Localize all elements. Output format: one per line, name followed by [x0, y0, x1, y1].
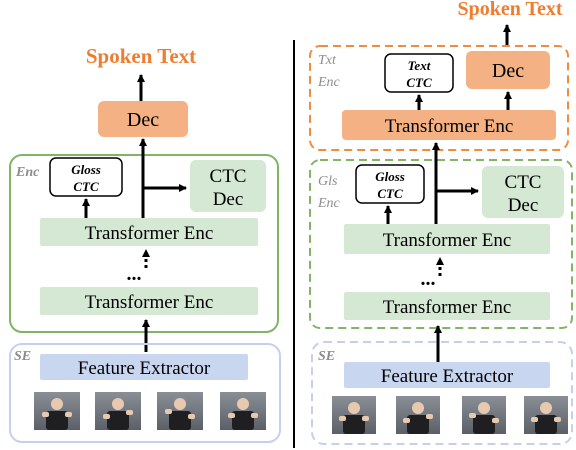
left-transformer-enc-bottom [40, 287, 258, 315]
left-feature-extractor-box [40, 354, 248, 380]
right-transformer-enc-top [344, 224, 550, 254]
right-transformer-enc-bottom-label: Transformer Enc [383, 297, 512, 318]
right-gloss-ctc-line1: Gloss [375, 169, 405, 184]
left-se-container [9, 343, 281, 443]
left-sign-frame-1 [34, 392, 80, 430]
left-dec-label: Dec [127, 109, 159, 131]
right-ellipsis: ... [421, 268, 436, 290]
left-gloss-ctc-line2: CTC [73, 179, 99, 194]
right-txt-enc-label-line1: Txt [318, 53, 337, 68]
left-dec-box [98, 101, 188, 137]
left-ctc-dec-line1: CTC [210, 166, 247, 187]
right-gls-enc-label-line1: Gls [318, 174, 338, 189]
right-txt-enc-container [309, 45, 569, 151]
left-enc-label: Enc [15, 165, 40, 180]
left-transformer-enc-top [40, 218, 258, 246]
left-feature-extractor-label: Feature Extractor [78, 358, 211, 379]
right-sign-frame-2 [396, 396, 440, 434]
right-feature-extractor-box [344, 362, 550, 388]
right-se-container [311, 341, 573, 445]
right-spoken-text-title: Spoken Text [457, 0, 562, 20]
right-sign-frame-4 [524, 396, 568, 434]
left-sign-frame-2 [95, 392, 141, 430]
right-gls-enc-container [309, 159, 573, 329]
right-ctc-dec-line2: Dec [508, 195, 539, 216]
right-gloss-ctc-box [355, 164, 425, 204]
right-ctc-dec-box [482, 166, 564, 218]
right-text-ctc-line2: CTC [406, 75, 432, 90]
left-ellipsis: ... [127, 263, 142, 285]
left-transformer-enc-bottom-label: Transformer Enc [85, 292, 214, 313]
right-transformer-enc-top-label: Transformer Enc [383, 230, 512, 251]
right-ctc-dec-line1: CTC [505, 172, 542, 193]
right-sign-frame-3 [462, 396, 506, 434]
right-feature-extractor-label: Feature Extractor [381, 366, 514, 387]
left-gloss-ctc-box [49, 157, 123, 197]
left-se-label: SE [14, 349, 31, 364]
left-gloss-ctc-line1: Gloss [71, 162, 101, 177]
left-transformer-enc-top-label: Transformer Enc [85, 223, 214, 244]
left-sign-frame-4 [220, 392, 266, 430]
right-dec-label: Dec [492, 60, 524, 82]
right-transformer-enc-txt [342, 110, 556, 140]
right-sign-frame-1 [332, 396, 376, 434]
right-text-ctc-line1: Text [408, 58, 431, 73]
right-text-ctc-box [384, 53, 454, 93]
right-txt-enc-label-line2: Enc [317, 75, 341, 90]
left-sign-frame-3 [157, 392, 203, 430]
right-gls-enc-label-line2: Enc [317, 196, 341, 211]
left-ctc-dec-box [190, 160, 266, 212]
left-spoken-text-title: Spoken Text [86, 44, 196, 68]
right-se-label: SE [318, 349, 335, 364]
right-transformer-enc-bottom [344, 292, 550, 320]
right-gloss-ctc-line2: CTC [377, 186, 403, 201]
right-transformer-enc-txt-label: Transformer Enc [385, 116, 514, 137]
left-ctc-dec-line2: Dec [213, 189, 244, 210]
right-dec-box [466, 51, 550, 89]
